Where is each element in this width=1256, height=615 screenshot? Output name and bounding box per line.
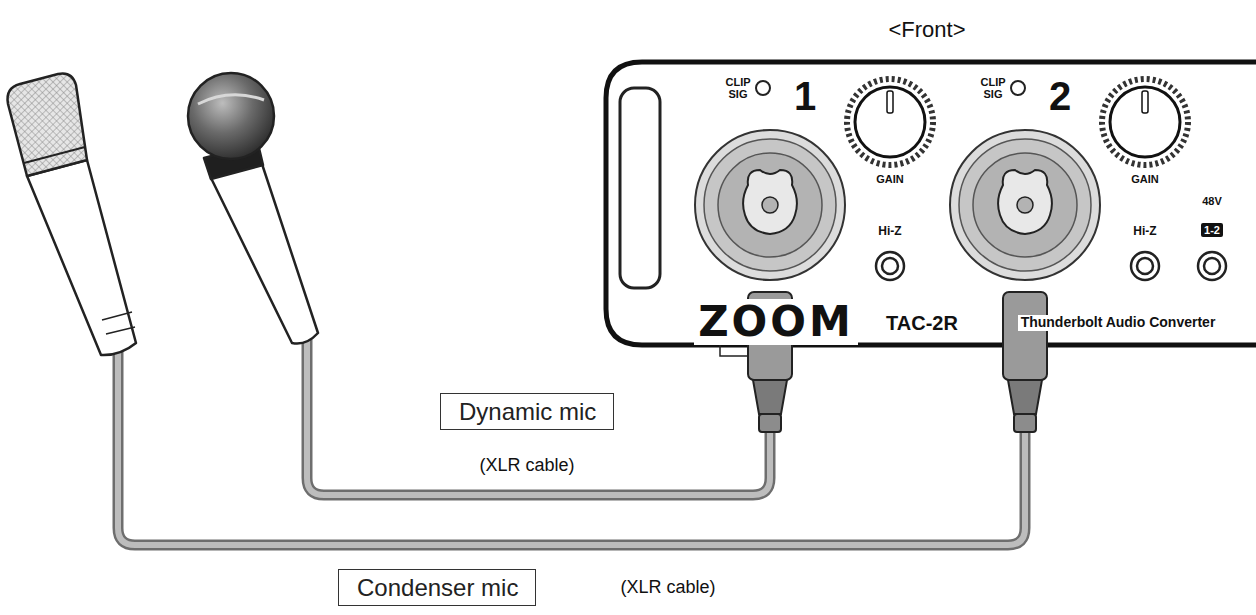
clip-led [756,81,770,95]
led-label: CLIP [725,76,750,88]
combo-jack [695,130,845,280]
condenser-mic [8,73,137,355]
toggle-switch [876,252,1226,280]
caption-box: Condenser mic [338,569,536,606]
model-name: TAC-2R [883,312,961,334]
interface-panel [606,62,1256,345]
switch-label: Hi-Z [1133,225,1156,238]
xlr-cable [118,340,1025,545]
combo-jack [950,130,1100,280]
caption-box: Dynamic mic [440,393,614,430]
cable-note: (XLR cable) [479,456,574,476]
brand-logo: ZOOM [694,299,858,345]
knob-label: GAIN [1131,173,1159,185]
led-label: SIG [729,88,748,100]
product-name: Thunderbolt Audio Converter [1018,315,1219,330]
knob-label: GAIN [876,173,904,185]
switch-label: 48V [1202,195,1222,207]
led-label: CLIP [980,76,1005,88]
cable-note: (XLR cable) [620,578,715,598]
view-caption: <Front> [888,18,965,42]
box-text: Dynamic mic [459,398,595,427]
channel-number: 2 [1049,74,1071,118]
box-text: Condenser mic [357,574,517,603]
switch-label: 1-2 [1201,223,1223,237]
clip-led [1011,81,1025,95]
channel-number: 1 [794,74,816,118]
led-label: SIG [984,88,1003,100]
dynamic-mic [188,73,318,344]
switch-label: Hi-Z [878,225,901,238]
gain-knob [1102,79,1188,165]
gain-knob [847,79,933,165]
